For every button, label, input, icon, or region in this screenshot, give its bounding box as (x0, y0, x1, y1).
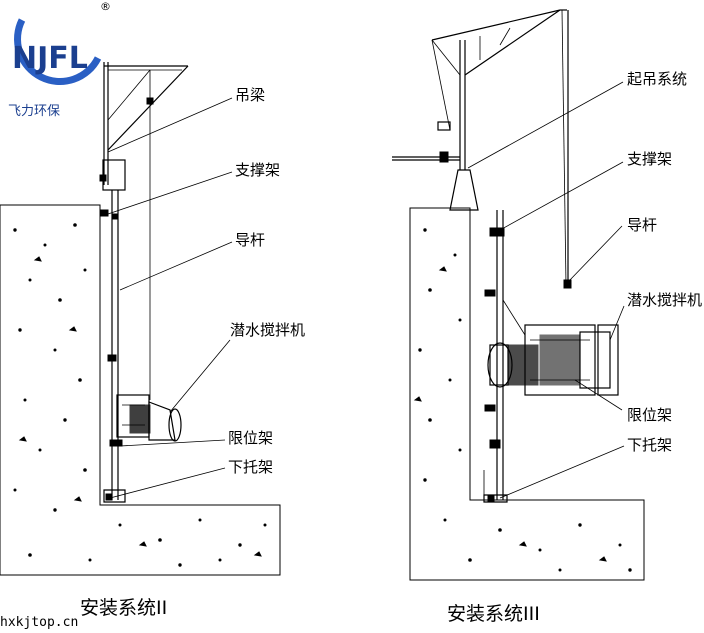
logo-chinese-name: 飞力环保 (8, 104, 60, 119)
system2-hoist-beam (104, 65, 189, 151)
system2-soil (0, 204, 281, 576)
system2-mixer (116, 394, 182, 442)
system2-label-bottom-bracket: 下托架 (228, 458, 273, 476)
system3-crane-base (449, 169, 479, 211)
system3-bottom-bracket (483, 494, 508, 503)
system3-caption: 安装系统III (447, 603, 540, 625)
system2-label-guide-rod: 导杆 (235, 231, 265, 249)
system2-limit-frame (109, 439, 123, 447)
logo-text: NJFL (12, 41, 88, 76)
logo-swoosh-icon (14, 18, 102, 85)
brand-logo: NJFL ® 飞力环保 (0, 0, 118, 119)
system3-label-guide-rod: 导杆 (627, 216, 657, 234)
system2-diagram: 吊梁 支撑架 导杆 潜水搅拌机 限位架 下托架 安装系统II (0, 62, 305, 619)
system2-caption: 安装系统II (80, 597, 167, 619)
system3-label-bottom-bracket: 下托架 (627, 436, 672, 454)
system3-soil (409, 207, 645, 581)
system2-label-support-frame: 支撑架 (235, 161, 280, 179)
watermark: hxkjtop.cn (0, 615, 78, 630)
system3-diagram: 起吊系统 支撑架 导杆 潜水搅拌机 限位架 下托架 安装系统III (392, 9, 702, 625)
system3-soil-texture (413, 228, 632, 572)
system2-bottom-bracket (103, 489, 126, 503)
system2-label-limit-frame: 限位架 (228, 429, 273, 447)
system2-label-hoist-beam: 吊梁 (235, 86, 265, 104)
registered-mark: ® (100, 0, 111, 13)
system3-label-mixer: 潜水搅拌机 (627, 291, 702, 309)
system3-support-frame (489, 227, 505, 237)
system2-soil-texture (13, 223, 267, 567)
system3-label-support-frame: 支撑架 (627, 150, 672, 168)
system3-label-lifting-system: 起吊系统 (627, 70, 687, 88)
system2-label-mixer: 潜水搅拌机 (230, 321, 305, 339)
system3-mixer (487, 299, 619, 396)
system3-label-limit-frame: 限位架 (627, 406, 672, 424)
system3-crane-jib (431, 9, 572, 289)
